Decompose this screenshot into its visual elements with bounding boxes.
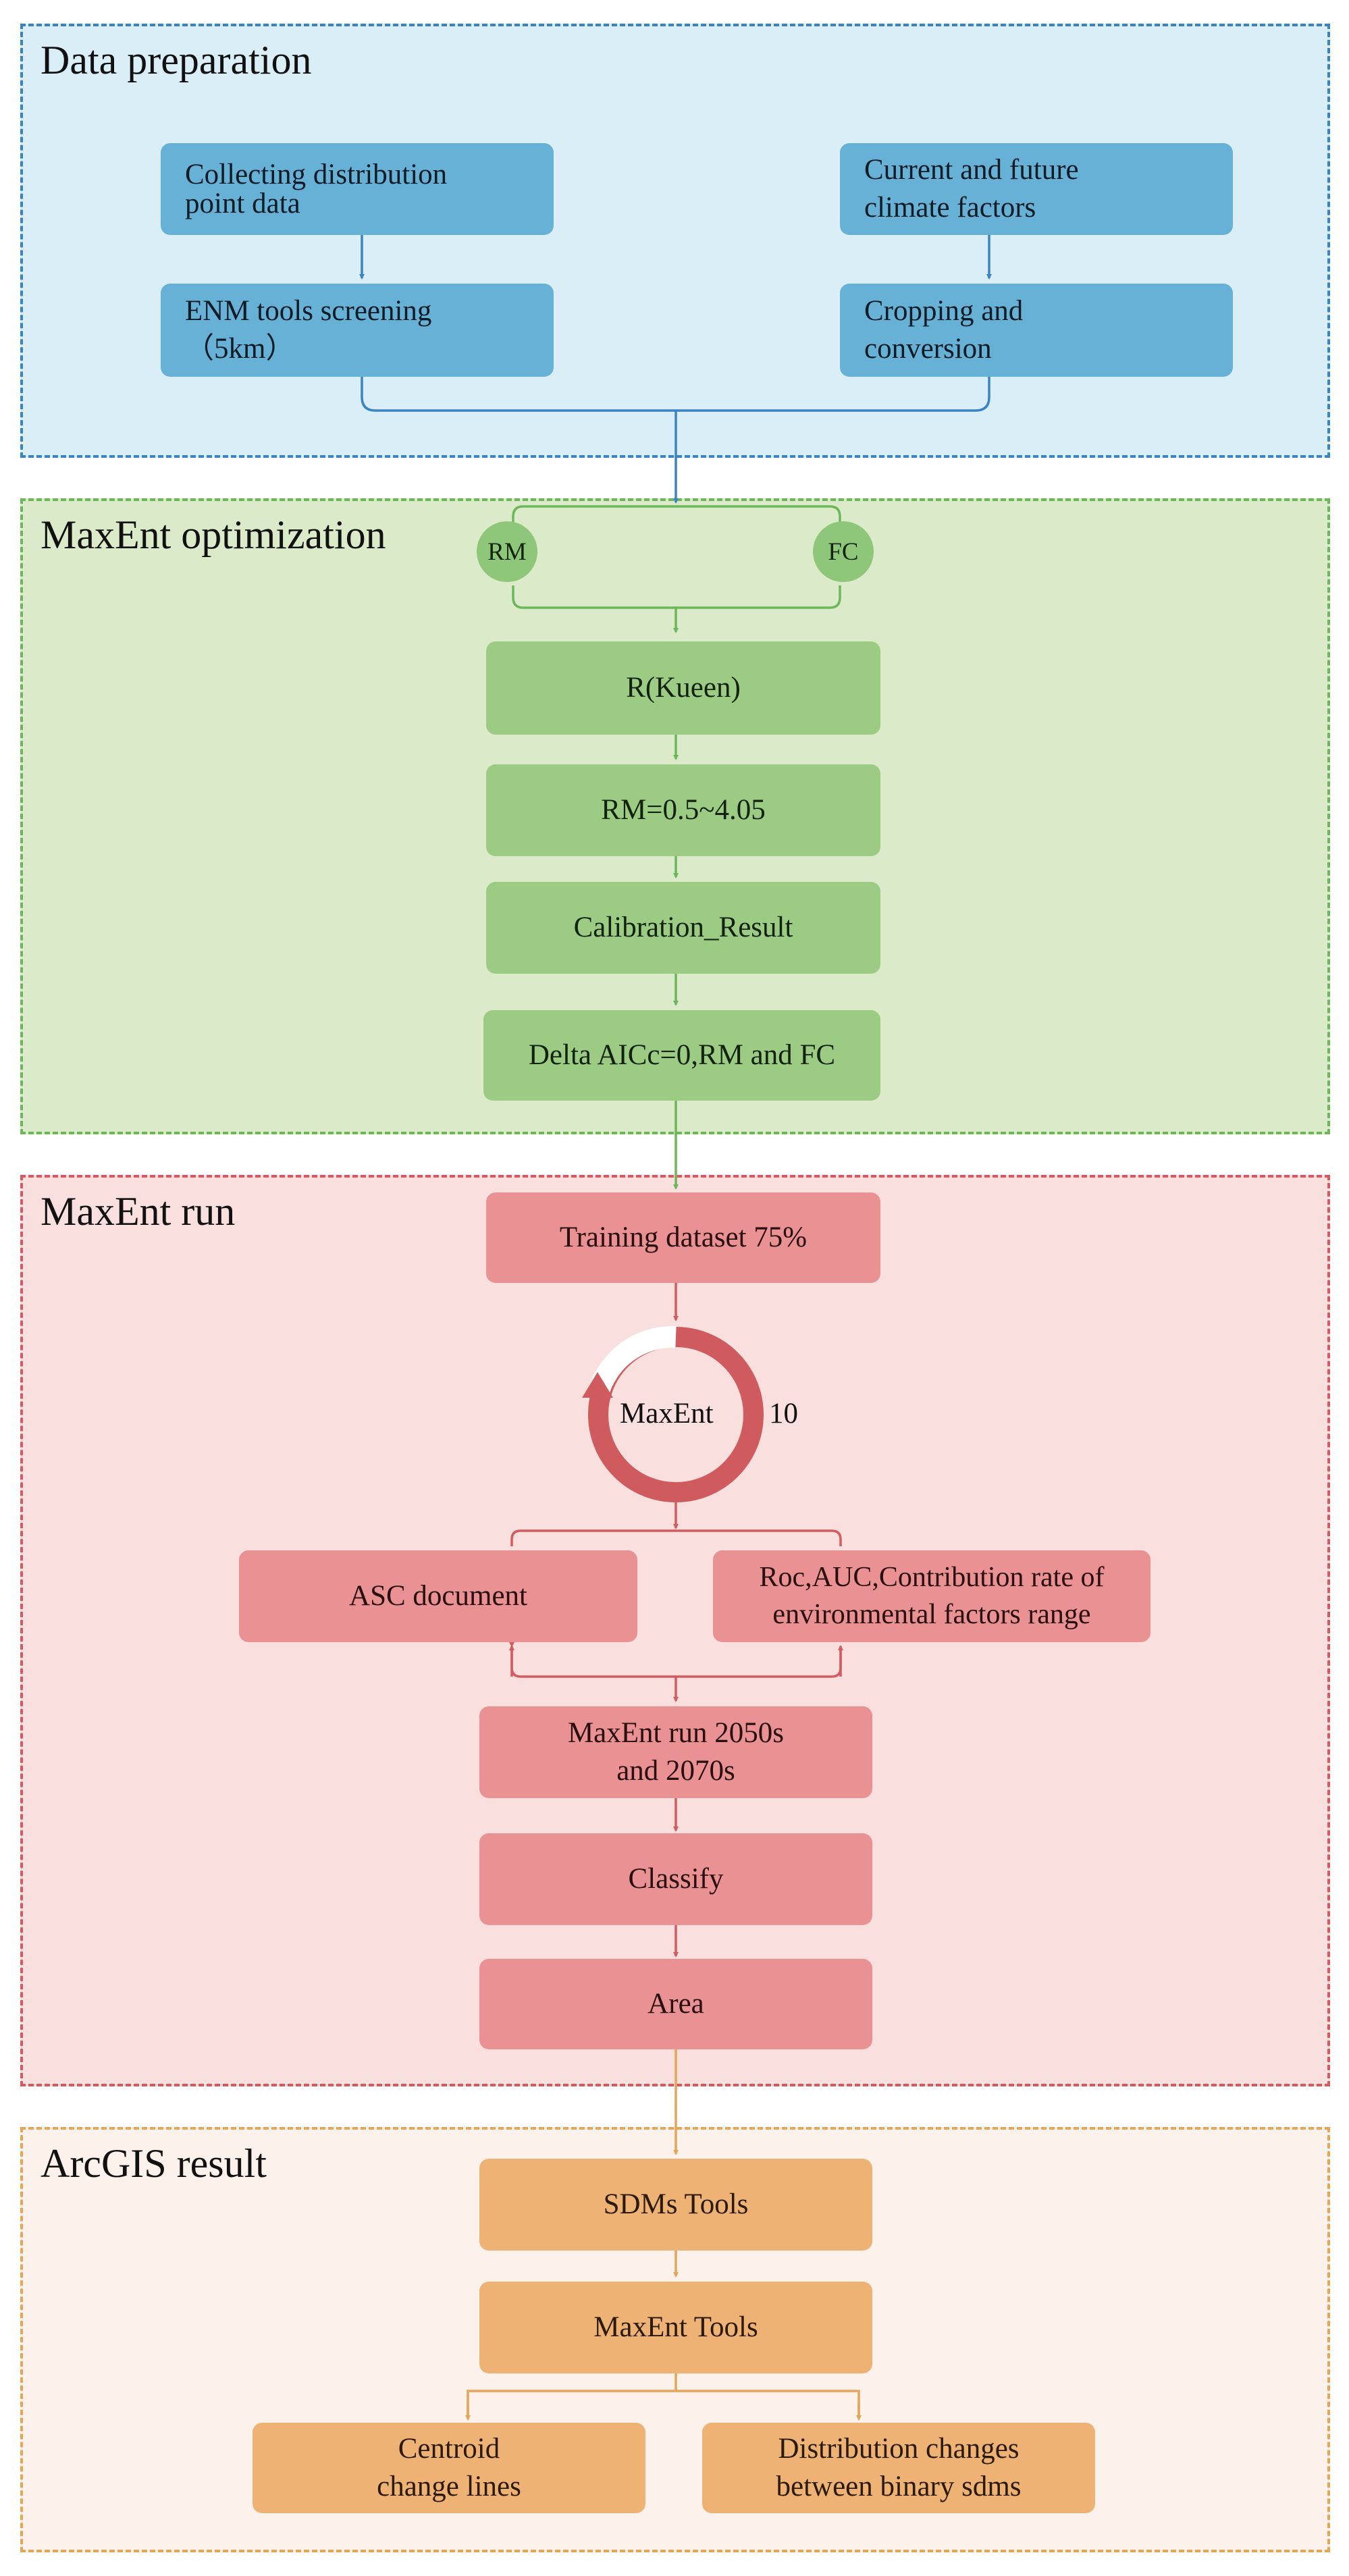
node-classify: Classify [479, 1833, 872, 1925]
maxent-cycle-label: MaxEnt [620, 1398, 714, 1429]
node-climate-factors: Current and future climate factors [840, 143, 1233, 235]
final-split [467, 2390, 860, 2416]
maxent-cycle-ring [582, 1325, 764, 1502]
node-calibration-result: Calibration_Result [486, 882, 880, 974]
cycle-count-label: 10 [769, 1398, 798, 1429]
section-title-arcgis-result: ArcGIS result [41, 2141, 267, 2186]
node-centroid-change: Centroid change lines [253, 2423, 645, 2513]
rm-fc-top-bracket [512, 505, 841, 552]
node-maxent-tools: MaxEnt Tools [479, 2282, 872, 2373]
section-data-preparation: Data preparation [20, 24, 1330, 458]
split-bracket-top [510, 1529, 842, 1546]
node-area: Area [479, 1959, 872, 2049]
section-title-data-preparation: Data preparation [41, 38, 312, 82]
node-roc-auc: Roc,AUC,Contribution rate of environment… [713, 1550, 1150, 1642]
node-delta-aicc: Delta AICc=0,RM and FC [483, 1010, 880, 1101]
node-enm-screening: ENM tools screening （5km） [161, 284, 554, 377]
merge-bracket [361, 377, 990, 412]
rm-circle: RM [477, 521, 537, 582]
node-sdms-tools: SDMs Tools [479, 2159, 872, 2251]
section-title-maxent-optimization: MaxEnt optimization [41, 512, 386, 557]
node-collecting-points: Collecting distribution point data [161, 143, 554, 235]
rm-fc-bottom-bracket [512, 585, 841, 609]
split-bracket-bottom [509, 1642, 842, 1678]
section-title-maxent-run: MaxEnt run [41, 1189, 236, 1234]
node-cropping-conversion: Cropping and conversion [840, 284, 1233, 377]
node-run-2050-2070: MaxEnt run 2050s and 2070s [479, 1706, 872, 1798]
node-asc-document: ASC document [239, 1550, 637, 1642]
node-training-dataset: Training dataset 75% [486, 1192, 880, 1283]
fc-circle: FC [813, 521, 874, 582]
node-distribution-changes: Distribution changes between binary sdms [702, 2423, 1095, 2513]
node-rm-range: RM=0.5~4.05 [486, 764, 880, 856]
node-kueen: R(Kueen) [486, 641, 880, 735]
